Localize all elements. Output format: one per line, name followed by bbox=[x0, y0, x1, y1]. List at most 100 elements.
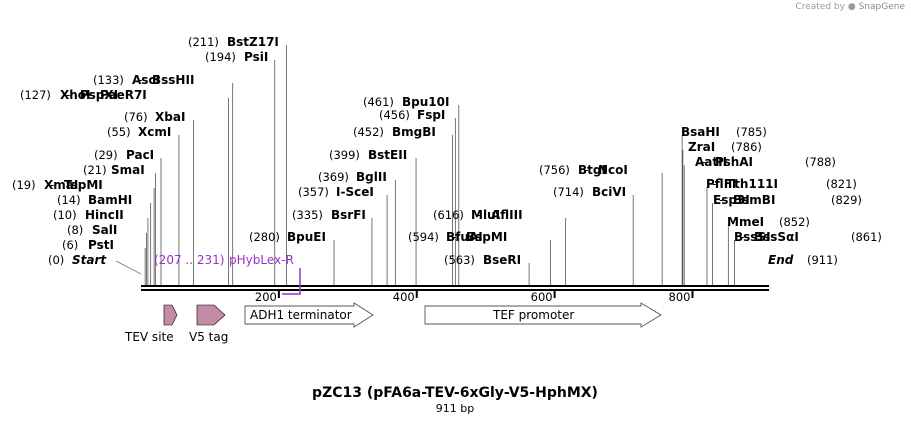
site-enzyme-name[interactable]: MmeI bbox=[727, 215, 764, 229]
site-label-bsssi[interactable]: (861)BssSI-BssSαI bbox=[734, 230, 882, 244]
site-enzyme-name[interactable]: SmaI bbox=[111, 163, 145, 177]
site-position: (594) bbox=[408, 230, 439, 244]
site-label-xbai[interactable]: (76)XbaI bbox=[124, 110, 185, 124]
feature-adh1-terminator[interactable]: ADH1 terminator bbox=[244, 302, 374, 328]
primer-label[interactable]: pHybLex-R bbox=[229, 253, 294, 267]
site-enzyme-name[interactable]: Bpu10I bbox=[402, 95, 449, 109]
site-enzyme-name[interactable]: BsmBI bbox=[733, 193, 775, 207]
site-enzyme-name[interactable]: BsrFI bbox=[331, 208, 366, 222]
site-lines bbox=[144, 45, 735, 285]
site-label-saII[interactable]: (8)SalI bbox=[67, 223, 117, 237]
site-name-separator: - bbox=[701, 155, 705, 169]
site-label-psii[interactable]: (194)PsiI bbox=[205, 50, 268, 64]
site-label-fspi[interactable]: (456) FspI bbox=[379, 108, 445, 122]
site-enzyme-name[interactable]: BpuEI bbox=[287, 230, 326, 244]
site-enzyme-name[interactable]: BsaHI bbox=[681, 125, 720, 139]
site-enzyme-name[interactable]: PshAI bbox=[715, 155, 753, 169]
site-enzyme-name[interactable]: Tth111I bbox=[726, 177, 778, 191]
site-enzyme-name[interactable]: PacI bbox=[126, 148, 154, 162]
site-position: (21) bbox=[83, 163, 107, 177]
site-label-bsrfi[interactable]: (335)BsrFI bbox=[292, 208, 366, 222]
site-label-bsahi[interactable]: (785)BsaHI bbox=[681, 125, 767, 139]
site-label-btgi[interactable]: (756)BtgI-NcoI bbox=[539, 163, 628, 177]
site-label-bcivi[interactable]: (714)BciVI bbox=[553, 185, 626, 199]
site-label-xmai[interactable]: (19)XmaI-TspMI bbox=[12, 178, 103, 192]
site-position: (456) bbox=[379, 108, 410, 122]
site-label-i-scei[interactable]: (357)I-SceI bbox=[298, 185, 374, 199]
site-label-smai[interactable]: (21) SmaI bbox=[83, 163, 145, 177]
site-enzyme-name[interactable]: AscI bbox=[132, 73, 160, 87]
site-label-asci[interactable]: (133)AscI-BssHII bbox=[93, 73, 194, 87]
watermark-prefix: Created by bbox=[795, 2, 845, 12]
site-position: (6) bbox=[62, 238, 78, 252]
site-position: (786) bbox=[731, 140, 762, 154]
site-enzyme-name[interactable]: BseRI bbox=[483, 253, 521, 267]
site-label-bmgbi[interactable]: (452)BmgBI bbox=[353, 125, 436, 139]
site-label-paci[interactable]: (29)PacI bbox=[94, 148, 154, 162]
feature-tef-promoter[interactable]: TEF promoter bbox=[424, 302, 662, 328]
site-enzyme-name[interactable]: BspMI bbox=[466, 230, 507, 244]
site-enzyme-name[interactable]: BamHI bbox=[88, 193, 132, 207]
site-position: (211) bbox=[188, 35, 219, 49]
site-enzyme-name[interactable]: BstZ17I bbox=[227, 35, 279, 49]
site-position: (616) bbox=[433, 208, 464, 222]
feature-tev-site[interactable]: TEV site bbox=[124, 304, 178, 344]
primer-arrow-icon[interactable] bbox=[282, 268, 301, 295]
site-label-bsteii[interactable]: (399)BstEII bbox=[329, 148, 407, 162]
site-enzyme-name[interactable]: AatII bbox=[695, 155, 727, 169]
site-enzyme-name[interactable]: PstI bbox=[88, 238, 114, 252]
site-enzyme-name[interactable]: HincII bbox=[85, 208, 124, 222]
site-label-pflfi[interactable]: (821)PflFI-Tth111I bbox=[706, 177, 857, 191]
site-label-bfuai[interactable]: (594) BfuAI-BspMI bbox=[408, 230, 507, 244]
site-enzyme-name[interactable]: BssHII bbox=[152, 73, 194, 87]
site-label-xhoi[interactable]: (127)XhoI-PspXI-PaeR7I bbox=[20, 88, 147, 102]
site-enzyme-name[interactable]: PsiI bbox=[244, 50, 268, 64]
site-enzyme-name[interactable]: PflFI bbox=[706, 177, 736, 191]
site-enzyme-name[interactable]: XbaI bbox=[155, 110, 185, 124]
site-label-bseri[interactable]: (563) BseRI bbox=[444, 253, 521, 267]
site-position: (563) bbox=[444, 253, 475, 267]
site-enzyme-name[interactable]: BmgBI bbox=[392, 125, 436, 139]
site-label-zrai[interactable]: (786) ZraI bbox=[688, 140, 762, 154]
watermark: Created by ● SnapGene bbox=[795, 2, 905, 12]
site-label-esp3i[interactable]: (829)Esp3I-BsmBI bbox=[713, 193, 862, 207]
site-enzyme-name[interactable]: BssSαI bbox=[754, 230, 799, 244]
site-enzyme-name[interactable]: BstEII bbox=[368, 148, 407, 162]
site-label-aatii[interactable]: (788)AatII-PshAI bbox=[695, 155, 836, 169]
site-enzyme-name[interactable]: TspMI bbox=[64, 178, 103, 192]
site-enzyme-name[interactable]: BtgI bbox=[578, 163, 606, 177]
site-label-bpu10i[interactable]: (461)Bpu10I bbox=[363, 95, 449, 109]
site-enzyme-name[interactable]: Esp3I bbox=[713, 193, 750, 207]
tick-label: 400 bbox=[393, 290, 415, 304]
feature-v5-tag[interactable]: V5 tag bbox=[189, 304, 228, 344]
site-name-separator: - bbox=[452, 230, 456, 244]
site-label-hincII[interactable]: (10)HincII bbox=[53, 208, 124, 222]
site-enzyme-name[interactable]: AflIII bbox=[491, 208, 523, 222]
site-enzyme-name[interactable]: PspXI bbox=[80, 88, 118, 102]
site-label-mlui[interactable]: (616)MluI-AflIII bbox=[433, 208, 523, 222]
site-enzyme-name[interactable]: BssSI bbox=[734, 230, 771, 244]
site-label-pstI-1[interactable]: (6) PstI bbox=[62, 238, 114, 252]
site-enzyme-name[interactable]: I-SceI bbox=[336, 185, 374, 199]
site-enzyme-name[interactable]: NcoI bbox=[598, 163, 628, 177]
site-position: (829) bbox=[831, 193, 862, 207]
site-enzyme-name[interactable]: XhoI bbox=[60, 88, 91, 102]
site-enzyme-name[interactable]: MluI bbox=[471, 208, 500, 222]
site-label-bamhi[interactable]: (14)BamHI bbox=[57, 193, 132, 207]
site-enzyme-name[interactable]: BfuAI bbox=[446, 230, 483, 244]
site-label-bpuei[interactable]: (280)BpuEI bbox=[249, 230, 326, 244]
site-enzyme-name[interactable]: XmaI bbox=[44, 178, 78, 192]
site-label-bstz17i[interactable]: (211) BstZ17I bbox=[188, 35, 279, 49]
site-label-mmei[interactable]: (852)MmeI bbox=[727, 215, 810, 229]
site-enzyme-name[interactable]: XcmI bbox=[138, 125, 171, 139]
site-enzyme-name[interactable]: FspI bbox=[417, 108, 445, 122]
site-label-xcmi[interactable]: (55)XcmI bbox=[107, 125, 171, 139]
start-pos: (0) bbox=[48, 253, 64, 267]
site-enzyme-name[interactable]: SalI bbox=[92, 223, 117, 237]
site-label-bglii[interactable]: (369)BglII bbox=[318, 170, 387, 184]
site-enzyme-name[interactable]: ZraI bbox=[688, 140, 715, 154]
site-enzyme-name[interactable]: BciVI bbox=[592, 185, 626, 199]
site-enzyme-name[interactable]: PaeR7I bbox=[100, 88, 147, 102]
site-enzyme-name[interactable]: BglII bbox=[356, 170, 387, 184]
